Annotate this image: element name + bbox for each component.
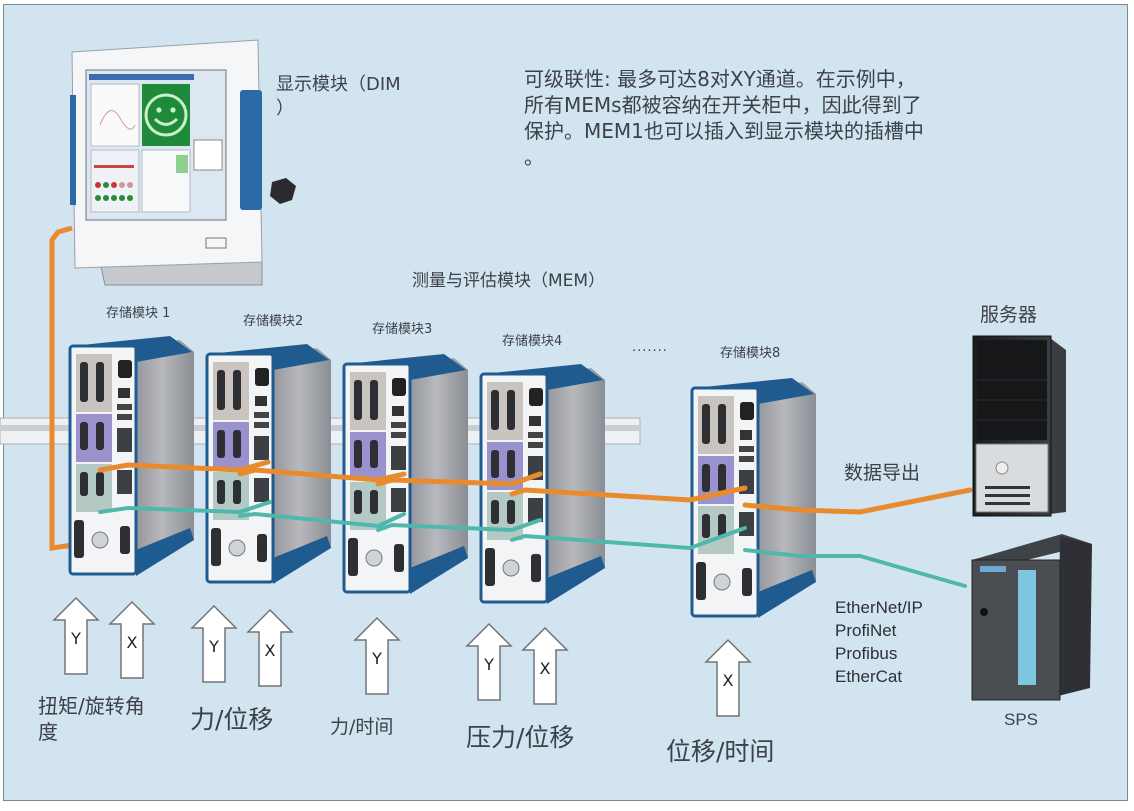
input-label-torque-cont: 度 bbox=[38, 720, 58, 744]
input-label-force-time: 力/时间 bbox=[330, 716, 394, 738]
arrow-axis-label: X bbox=[127, 633, 138, 652]
note-line: 可级联性: 最多可达8对XY通道。在示例中， bbox=[524, 67, 916, 91]
y-input-arrow-icon: Y bbox=[190, 604, 238, 683]
orange-cable-chain bbox=[97, 459, 973, 515]
fieldbus-cable bbox=[743, 548, 967, 588]
protocol-item: Profibus bbox=[835, 644, 898, 663]
arrow-axis-label: Y bbox=[70, 629, 81, 648]
sps-label: SPS bbox=[1004, 710, 1039, 729]
input-label-pressure-displacement: 压力/位移 bbox=[466, 723, 575, 752]
y-input-arrow-icon: Y bbox=[52, 596, 100, 675]
x-input-arrow-icon: X bbox=[108, 600, 156, 679]
note-line: 所有MEMs都被容纳在开关柜中，因此得到了 bbox=[524, 93, 922, 117]
data-export-cable bbox=[742, 487, 973, 515]
input-label-torque: 扭矩/旋转角 bbox=[38, 694, 145, 718]
arrow-axis-label: Y bbox=[371, 649, 382, 668]
module-label-8: 存储模块8 bbox=[720, 346, 781, 361]
protocol-item: ProfiNet bbox=[835, 621, 897, 640]
note-line: 保护。MEM1也可以插入到显示模块的插槽中 bbox=[524, 119, 924, 143]
arrow-axis-label: Y bbox=[208, 637, 219, 656]
display-module-label-cont: ） bbox=[276, 98, 294, 119]
server-icon bbox=[972, 335, 1066, 517]
arrow-axis-label: Y bbox=[483, 655, 494, 674]
server-label: 服务器 bbox=[980, 304, 1038, 326]
arrow-axis-label: X bbox=[723, 671, 734, 690]
protocol-item: EtherNet/IP bbox=[835, 598, 923, 617]
mem-module bbox=[690, 378, 816, 618]
arrow-axis-label: X bbox=[265, 641, 276, 660]
module-label-4: 存储模块4 bbox=[502, 334, 563, 349]
display-module-label: 显示模块（DIM bbox=[276, 74, 401, 95]
mounting-knob-icon bbox=[270, 178, 296, 204]
module-label-1: 存储模块 1 bbox=[106, 306, 171, 321]
input-label-force-displacement: 力/位移 bbox=[190, 705, 274, 734]
module-label-3: 存储模块3 bbox=[372, 322, 433, 337]
display-module bbox=[70, 39, 296, 286]
input-label-displacement-time: 位移/时间 bbox=[666, 737, 775, 766]
mem-module bbox=[342, 354, 468, 594]
y-input-arrow-icon: Y bbox=[353, 616, 401, 695]
protocol-item: EtherCat bbox=[835, 667, 903, 686]
x-input-arrow-icon: X bbox=[521, 626, 569, 705]
protocol-list: EtherNet/IP ProfiNet Profibus EtherCat bbox=[835, 596, 923, 688]
note-line: 。 bbox=[524, 145, 544, 169]
cascade-note: 可级联性: 最多可达8对XY通道。在示例中， 所有MEMs都被容纳在开关柜中，因… bbox=[524, 66, 1024, 170]
x-input-arrow-icon: X bbox=[246, 608, 294, 687]
arrow-axis-label: X bbox=[540, 659, 551, 678]
y-input-arrow-icon: Y bbox=[465, 622, 513, 701]
sps-plc-icon bbox=[971, 534, 1092, 701]
smiley-status-icon bbox=[142, 84, 190, 146]
mem-module bbox=[68, 336, 194, 576]
ellipsis: ....... bbox=[632, 340, 668, 355]
x-input-arrow-icon: X bbox=[704, 638, 752, 717]
display-cable bbox=[49, 225, 81, 551]
module-label-2: 存储模块2 bbox=[243, 314, 304, 329]
mem-group-label: 测量与评估模块（MEM） bbox=[412, 271, 606, 291]
data-export-label: 数据导出 bbox=[844, 462, 921, 484]
teal-cable-chain bbox=[98, 500, 967, 588]
